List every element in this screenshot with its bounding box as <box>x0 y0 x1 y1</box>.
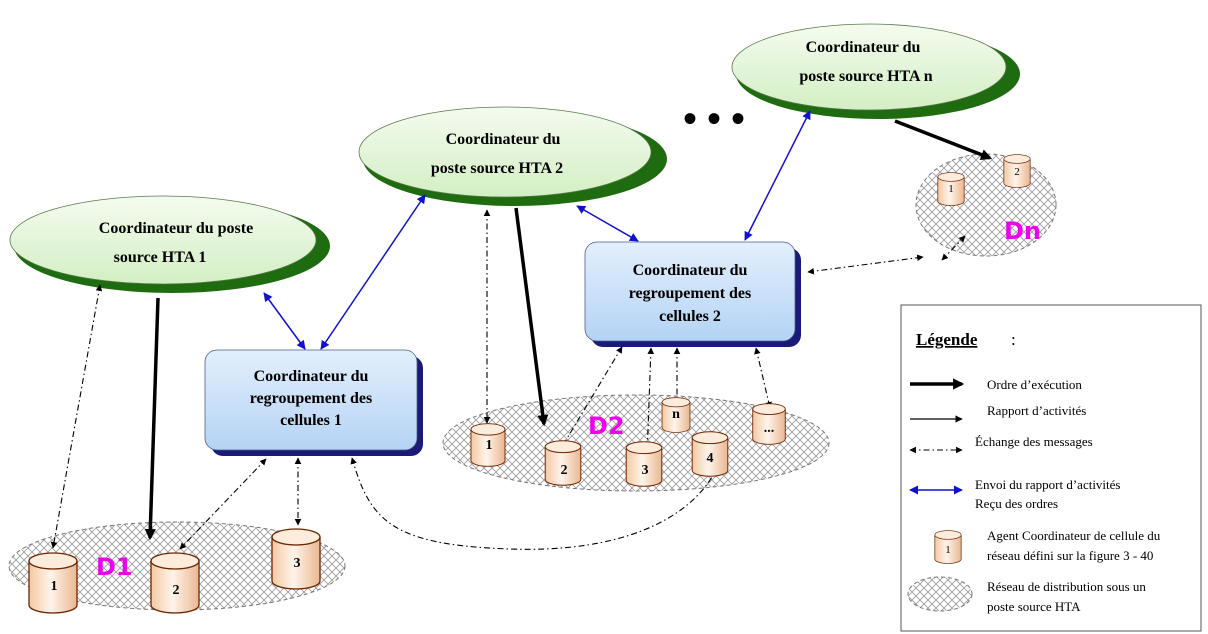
grouping-1-line1: Coordinateur du <box>254 368 369 385</box>
coordinator-hta2-line2: poste source HTA 2 <box>431 160 563 177</box>
grouping-1-line2: regroupement des <box>250 390 373 407</box>
legend-send-line1: Envoi du rapport d’activités <box>975 477 1121 492</box>
svg-text:1: 1 <box>486 438 493 453</box>
coordinator-hta1: Coordinateur du poste source HTA 1 <box>9 195 330 293</box>
svg-text:4: 4 <box>707 451 714 466</box>
dn-cell-2: 2 <box>1003 154 1031 188</box>
legend-send-line2: Reçu des ordres <box>975 496 1058 511</box>
legend-network-zone <box>907 576 973 612</box>
message-exchange-arrows <box>50 209 966 550</box>
svg-text:n: n <box>672 407 680 422</box>
coordinator-hta1-line1: Coordinateur du poste <box>99 220 253 237</box>
legend: Légende : Ordre d’exécution Rapport d’ac… <box>900 304 1202 632</box>
svg-text:...: ... <box>764 421 775 436</box>
d2-cell-2: 2 <box>544 440 582 486</box>
dn-cell-1: 1 <box>937 172 965 206</box>
coordinator-htan: Coordinateur du poste source HTA n <box>731 23 1020 119</box>
grouping-1-line3: cellules 1 <box>280 412 342 429</box>
d2-cell-4: 4 <box>691 431 729 477</box>
d2-cell-1: 1 <box>470 423 506 467</box>
svg-text:3: 3 <box>642 463 649 478</box>
legend-title: Légende <box>916 330 978 349</box>
execution-order-arrows <box>144 119 993 541</box>
legend-agent-line1: Agent Coordinateur de cellule du <box>987 528 1161 543</box>
grouping-2-line2: regroupement des <box>629 285 752 302</box>
blue-exchange-arrows <box>263 110 811 350</box>
network-label-dn: Dn <box>1004 217 1041 245</box>
grouping-coordinator-2: Coordinateur du regroupement des cellule… <box>584 241 801 347</box>
legend-colon: : <box>1011 330 1016 349</box>
grouping-coordinator-1: Coordinateur du regroupement des cellule… <box>204 349 423 456</box>
d1-cell-1: 1 <box>28 552 78 614</box>
network-label-d1: D1 <box>96 553 133 581</box>
legend-exec: Ordre d’exécution <box>987 377 1082 392</box>
svg-text:2: 2 <box>173 583 180 598</box>
svg-text:1: 1 <box>948 183 954 195</box>
legend-agent-cylinder: 1 <box>934 530 962 564</box>
grouping-2-line3: cellules 2 <box>659 308 721 325</box>
svg-text:1: 1 <box>945 544 951 556</box>
d1-cell-3: 3 <box>271 528 321 590</box>
coordinator-htan-line2: poste source HTA n <box>799 68 932 85</box>
coordinator-hta1-line2: source HTA 1 <box>114 249 207 266</box>
legend-network-line1: Réseau de distribution sous un <box>987 579 1146 594</box>
svg-text:2: 2 <box>1014 166 1020 178</box>
more-coordinators-ellipsis: • • • <box>683 96 745 141</box>
grouping-2-line1: Coordinateur du <box>633 262 748 279</box>
d2-cell-n: n <box>661 397 691 433</box>
network-label-d2: D2 <box>588 412 625 440</box>
svg-text:2: 2 <box>561 463 568 478</box>
coordinator-hta2-line1: Coordinateur du <box>446 131 561 148</box>
legend-agent-line2: réseau défini sur la figure 3 - 40 <box>987 548 1153 563</box>
legend-network-line2: poste source HTA <box>987 599 1081 614</box>
d1-cell-2: 2 <box>150 552 200 614</box>
svg-text:1: 1 <box>51 579 58 594</box>
d2-cell-more: ... <box>752 403 786 445</box>
coordinator-htan-line1: Coordinateur du <box>806 39 921 56</box>
coordinator-hta2: Coordinateur du poste source HTA 2 <box>358 106 667 206</box>
svg-text:3: 3 <box>294 556 301 571</box>
d2-cell-3: 3 <box>625 441 663 487</box>
legend-exchange: Échange des messages <box>975 434 1093 449</box>
legend-report: Rapport d’activités <box>987 403 1086 418</box>
